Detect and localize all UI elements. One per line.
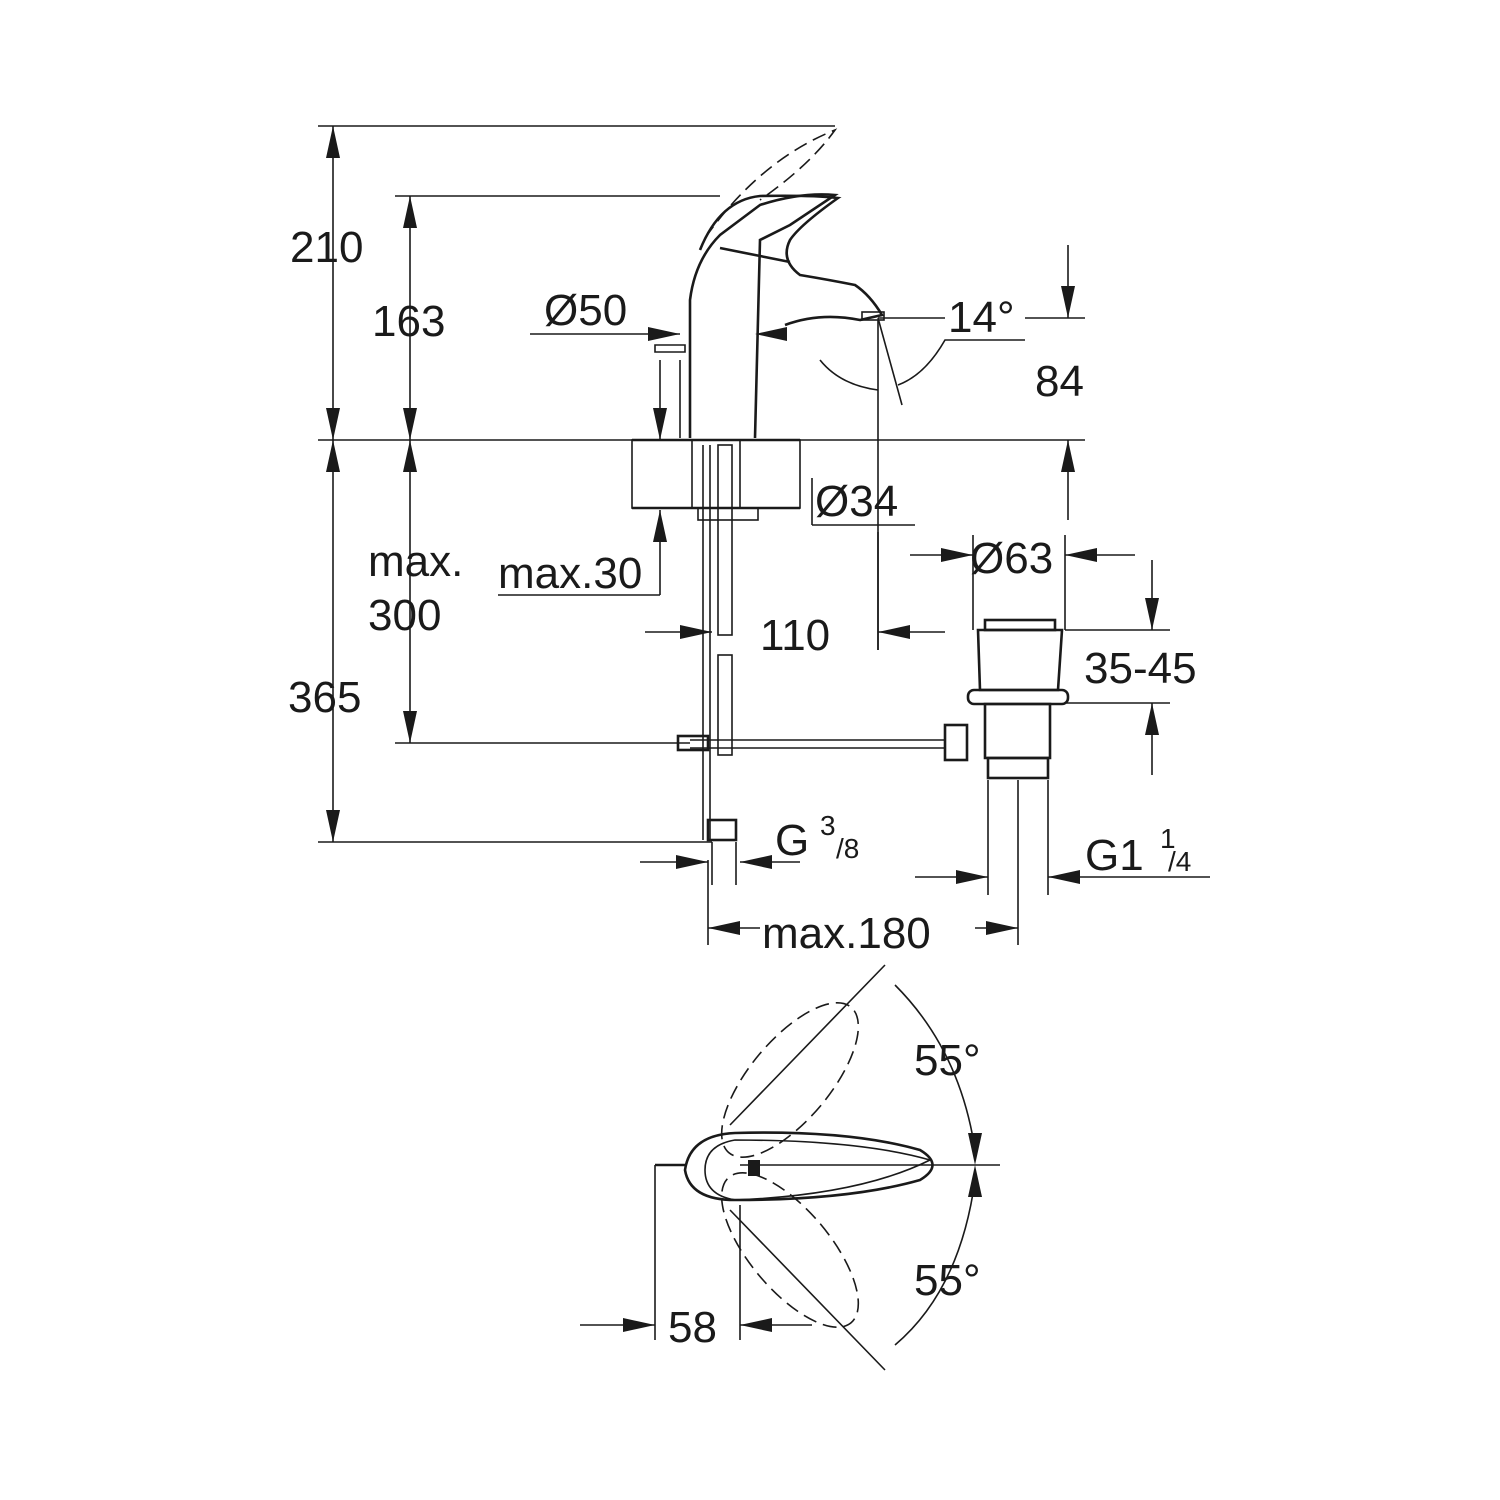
label-supply-thread: G (775, 816, 809, 865)
label-max-depth-1: max. (368, 537, 463, 586)
faucet-top-view (655, 964, 934, 1371)
label-max-depth-2: 300 (368, 591, 441, 640)
label-top-offset: 58 (668, 1303, 717, 1352)
dimension-lines (332, 126, 1153, 1346)
label-total-height: 210 (290, 223, 363, 272)
popup-waste (676, 618, 1070, 780)
label-body-diameter: Ø50 (544, 286, 627, 335)
countertop-section (631, 438, 801, 885)
label-spout-angle: 14° (948, 293, 1015, 342)
label-waste-diameter: Ø63 (970, 534, 1053, 583)
label-waste-thread: G1 (1085, 831, 1144, 880)
dimension-labels: 210 163 Ø50 14° 84 Ø34 max. 300 max.30 1… (288, 223, 1197, 1352)
label-below-height: 365 (288, 673, 361, 722)
label-swivel-right: 55° (914, 1256, 981, 1305)
label-max-spread: max.180 (762, 909, 931, 958)
label-hole-diameter: Ø34 (815, 477, 898, 526)
arrowheads (326, 126, 1159, 1332)
extension-lines (318, 125, 1210, 1340)
label-supply-thread-den: /8 (836, 833, 859, 864)
label-spout-projection: 84 (1035, 357, 1084, 406)
label-supply-thread-num: 3 (820, 810, 836, 841)
label-waste-thread-num: 1 (1160, 823, 1176, 854)
faucet-side-view (654, 128, 903, 439)
label-waste-thread-den: /4 (1168, 846, 1191, 877)
label-waste-offset: 110 (760, 611, 830, 660)
label-spout-height: 163 (372, 297, 445, 346)
label-swivel-left: 55° (914, 1036, 981, 1085)
label-max-thickness: max.30 (498, 549, 642, 598)
label-waste-range: 35-45 (1084, 644, 1197, 693)
